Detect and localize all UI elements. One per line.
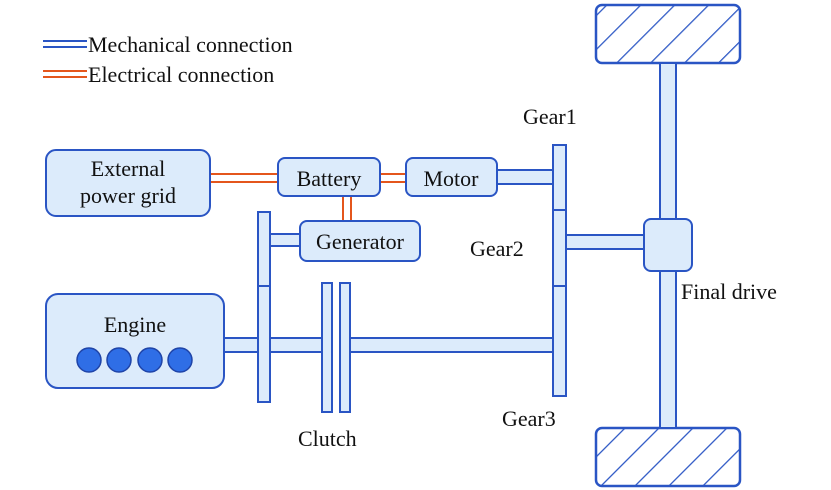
- legend: Mechanical connection Electrical connect…: [43, 32, 293, 87]
- motor: Motor: [405, 157, 498, 197]
- clutch-gear3-shaft: [349, 337, 554, 353]
- gear2-shaft: [565, 234, 645, 250]
- mechanical-shafts: [223, 169, 645, 353]
- generator-shaft: [269, 233, 301, 247]
- grid-label-line1: External: [91, 156, 166, 181]
- final-drive: [643, 218, 693, 272]
- legend-electrical-label: Electrical connection: [88, 62, 274, 87]
- engine-cylinder-icon: [76, 347, 102, 373]
- grid-label-line2: power grid: [80, 183, 176, 208]
- legend-mechanical-label: Mechanical connection: [88, 32, 293, 57]
- engine-shaft: [223, 337, 259, 353]
- electrical-links: [210, 173, 406, 221]
- battery-label: Battery: [297, 166, 362, 191]
- clutch-label: Clutch: [298, 426, 357, 451]
- generator-label: Generator: [316, 229, 405, 254]
- gear2: [552, 209, 567, 287]
- motor-label: Motor: [424, 166, 480, 191]
- engine-gear-lower: [257, 285, 271, 403]
- gear1: [552, 144, 567, 211]
- clutch-plate-left: [321, 282, 333, 413]
- engine-clutch-shaft: [269, 337, 323, 353]
- engine-cylinder-icon: [167, 347, 193, 373]
- gear2-label: Gear2: [470, 236, 524, 261]
- engine-cylinders: [76, 347, 193, 373]
- engine-gear-upper: [257, 211, 271, 287]
- gear3: [552, 285, 567, 397]
- gear3-label: Gear3: [502, 406, 556, 431]
- engine-label: Engine: [104, 312, 166, 337]
- wheel-bottom: [594, 426, 742, 488]
- gear1-label: Gear1: [523, 104, 577, 129]
- engine-cylinder-icon: [106, 347, 132, 373]
- generator: Generator: [299, 220, 421, 262]
- motor-shaft: [496, 169, 554, 185]
- final-drive-label: Final drive: [681, 279, 777, 304]
- battery: Battery: [277, 157, 381, 197]
- wheel-top: [594, 3, 742, 65]
- external-power-grid: External power grid: [45, 149, 211, 217]
- engine: Engine: [45, 293, 225, 389]
- clutch-plate-right: [339, 282, 351, 413]
- engine-cylinder-icon: [137, 347, 163, 373]
